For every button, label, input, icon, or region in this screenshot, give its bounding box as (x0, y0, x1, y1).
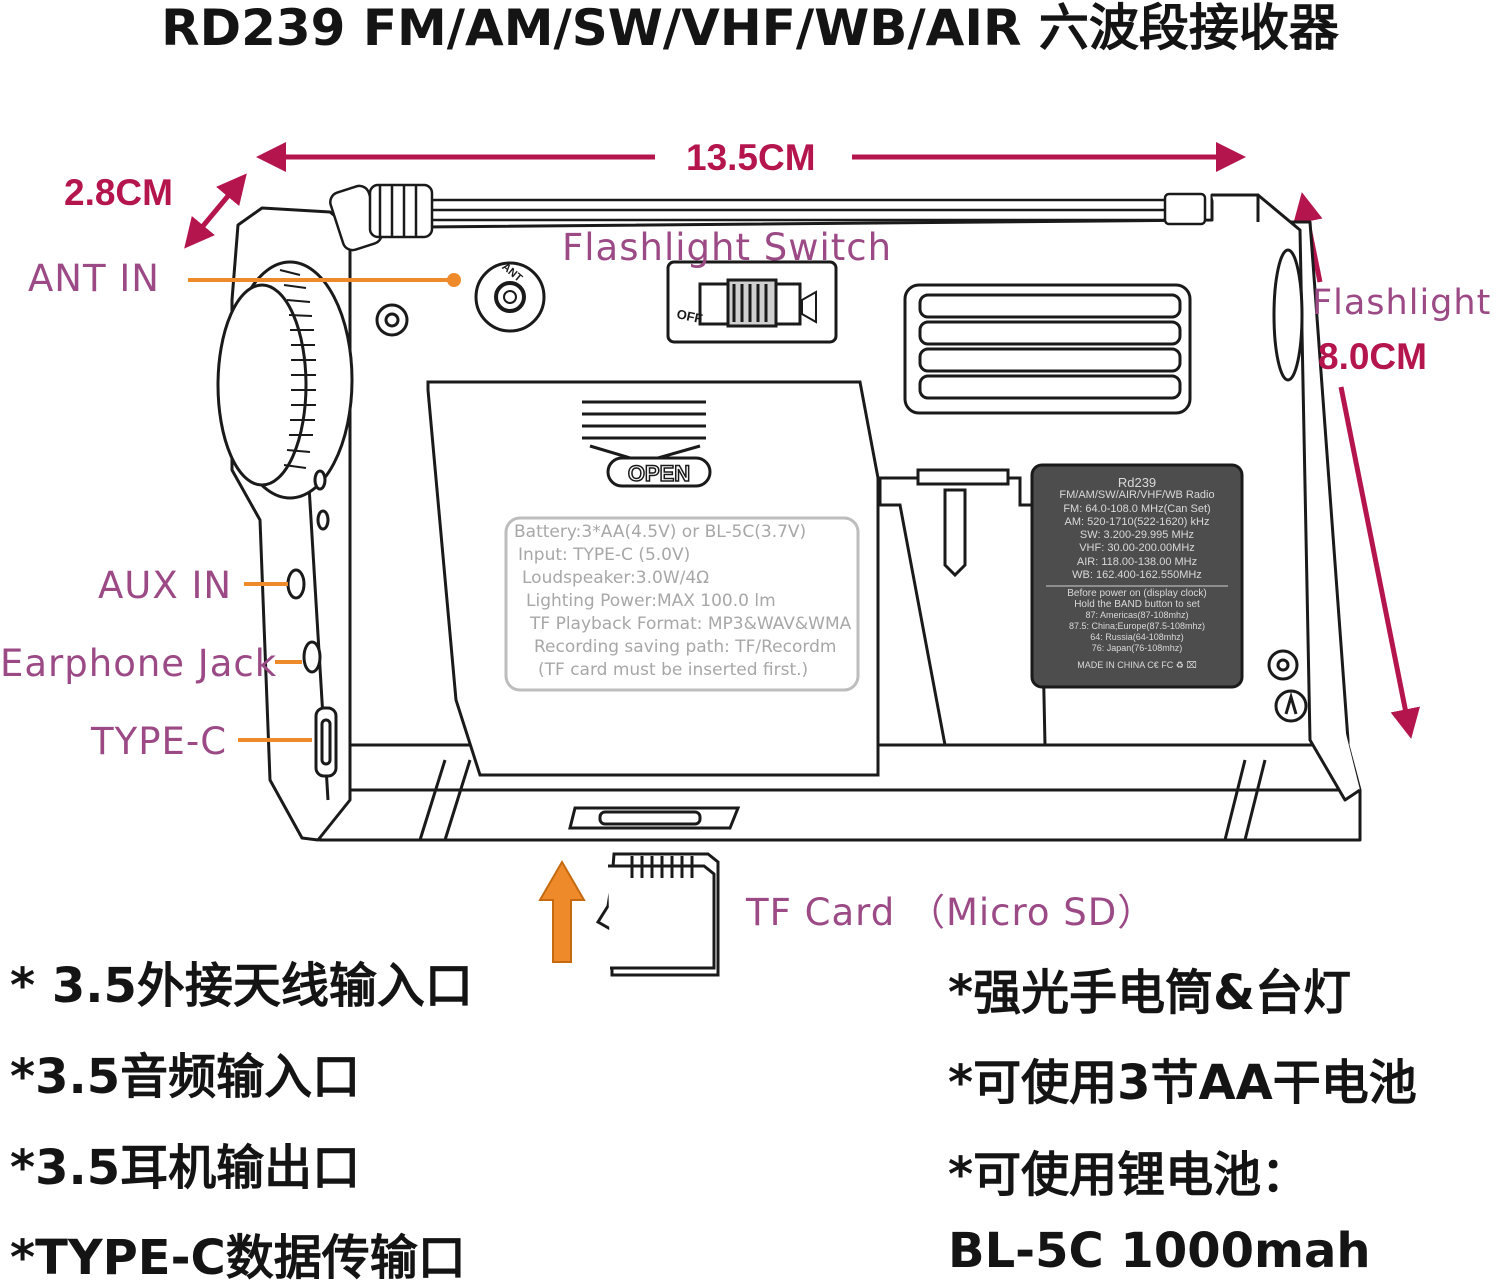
ant-in-label: ANT IN (28, 257, 160, 300)
speaker-grille (903, 283, 1192, 415)
open-label: OPEN (628, 461, 690, 486)
spec-line: Recording saving path: TF/Recordm (534, 637, 837, 657)
nameplate-text: Rd239 FM/AM/SW/AIR/VHF/WB Radio FM: 64.0… (1036, 476, 1238, 673)
flashlight-lens (1272, 248, 1304, 382)
spec-line: TF Playback Format: MP3&WAV&WMA (530, 614, 852, 634)
height-dimension: 8.0CM (1318, 336, 1427, 377)
depth-dimension: 2.8CM (64, 172, 173, 213)
microsd-card-icon (595, 852, 720, 977)
nameplate-band: FM: 64.0-108.0 MHz(Can Set) (1063, 502, 1211, 515)
nameplate (1030, 463, 1244, 689)
type-c-label: TYPE-C (91, 720, 228, 763)
page-title: RD239 FM/AM/SW/VHF/WB/AIR 六波段接收器 (161, 0, 1339, 57)
nameplate-band: VHF: 30.00-200.00MHz (1079, 542, 1195, 555)
nameplate-note: Hold the BAND button to set (1074, 599, 1200, 611)
earphone-jack-label: Earphone Jack (0, 642, 278, 685)
screw-icon (375, 303, 409, 337)
feature-right: *强光手电筒&台灯 (948, 965, 1351, 1021)
spec-line: Input: TYPE-C (5.0V) (518, 545, 691, 565)
kickstand (878, 468, 1047, 747)
width-dimension: 13.5CM (686, 137, 816, 178)
nameplate-note: 64: Russia(64-108mhz) (1090, 632, 1184, 643)
feature-left: * 3.5外接天线输入口 (10, 958, 473, 1014)
feature-left: *3.5耳机输出口 (10, 1140, 361, 1196)
ant-in-jack (474, 261, 546, 333)
flashlight-switch-label: Flashlight Switch (562, 226, 893, 269)
spec-line: Loudspeaker:3.0W/4Ω (522, 568, 710, 588)
nameplate-band: WB: 162.400-162.550MHz (1072, 569, 1202, 582)
leader-lines (188, 273, 461, 742)
nameplate-band: AIR: 118.00-138.00 MHz (1076, 555, 1198, 568)
nameplate-band: AM: 520-1710(522-1620) kHz (1064, 515, 1210, 528)
nameplate-band: SW: 3.200-29.995 MHz (1079, 529, 1195, 542)
nameplate-note: 87: Americas(87-108mhz) (1085, 610, 1189, 621)
nameplate-note: Before power on (display clock) (1067, 588, 1207, 600)
tuning-knob (216, 260, 354, 500)
feature-left: *TYPE-C数据传输口 (10, 1230, 466, 1286)
feature-right: *可使用3节AA干电池 (948, 1055, 1417, 1111)
nameplate-note: 76: Japan(76-108mhz) (1091, 643, 1183, 654)
nameplate-model: Rd239 (1117, 475, 1157, 490)
side-ports (286, 469, 338, 778)
depth-dimension-arrow (184, 173, 247, 249)
feature-left: *3.5音频输入口 (10, 1049, 361, 1105)
spec-line: Lighting Power:MAX 100.0 lm (526, 591, 776, 611)
antenna (329, 183, 1207, 252)
tf-card-label: TF Card （Micro SD） (746, 891, 1156, 934)
battery-cover (426, 380, 880, 777)
spec-line: Battery:3*AA(4.5V) or BL-5C(3.7V) (514, 522, 807, 542)
insert-arrow (538, 860, 586, 963)
nameplate-bands-title: FM/AM/SW/AIR/VHF/WB Radio (1059, 489, 1215, 502)
aux-in-label: AUX IN (98, 564, 233, 607)
nameplate-footer: MADE IN CHINA C€ FC ♻ ⌧ (1077, 660, 1197, 671)
screw-icon (1267, 649, 1308, 723)
feature-right: *可使用锂电池： (948, 1147, 1310, 1203)
flashlight-switch (666, 260, 838, 344)
spec-label: Battery:3*AA(4.5V) or BL-5C(3.7V) Input:… (514, 521, 851, 682)
spec-line: (TF card must be inserted first.) (538, 660, 809, 680)
switch-off-label: OFF (675, 306, 704, 326)
nameplate-note: 87.5: China;Europe(87.5-108mhz) (1068, 621, 1206, 632)
flashlight-label: Flashlight (1312, 283, 1492, 323)
tf-card-slot (568, 806, 741, 830)
feature-right: BL-5C 1000mah (948, 1223, 1371, 1279)
